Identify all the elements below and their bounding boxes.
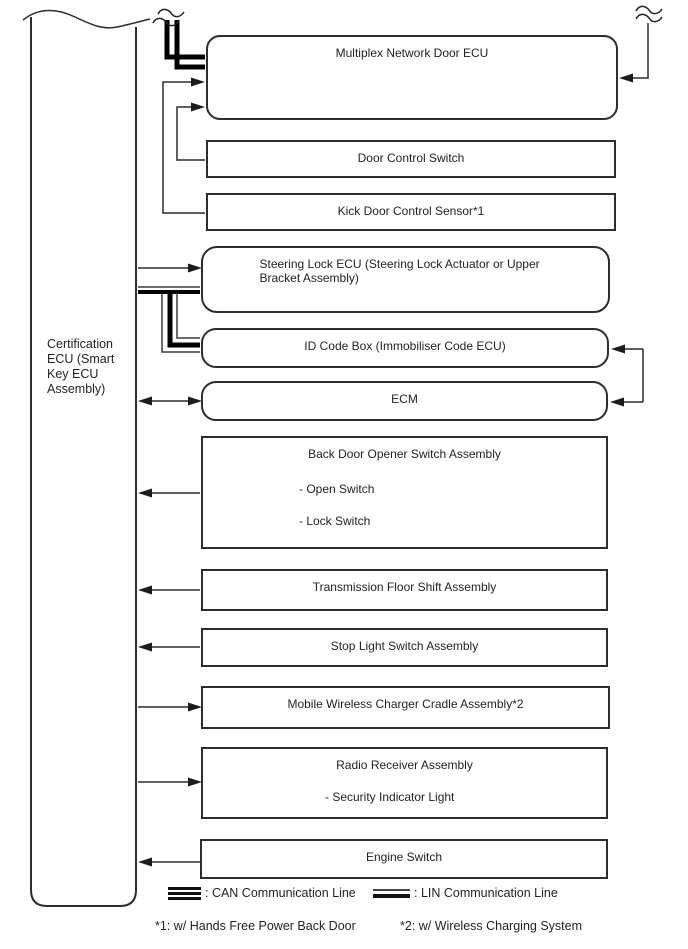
connector-can-lin-bundle	[138, 286, 200, 353]
node-radio-receiver-assembly: Radio Receiver Assembly - Security Indic…	[201, 747, 608, 819]
connector-radio-receiver	[138, 777, 202, 787]
connector-steering-lock	[138, 263, 202, 273]
footnote-1: *1: w/ Hands Free Power Back Door	[155, 919, 356, 933]
node-mobile-wireless-charger-cradle-assembly: Mobile Wireless Charger Cradle Assembly*…	[201, 686, 610, 729]
multiplex-right-break-icon	[635, 5, 663, 23]
hub-label: Certification ECU (Smart Key ECU Assembl…	[47, 337, 115, 396]
node-title: Multiplex Network Door ECU	[335, 46, 489, 60]
hub-outline	[22, 9, 151, 907]
node-door-control-switch: Door Control Switch	[206, 140, 616, 178]
node-kick-door-control-sensor: Kick Door Control Sensor*1	[206, 193, 616, 231]
connector-multiplex-right	[619, 23, 649, 83]
connector-idcode-ecm-bracket	[610, 344, 644, 407]
node-subitem: - Lock Switch	[299, 514, 371, 528]
connector-back-door	[138, 488, 200, 498]
node-engine-switch: Engine Switch	[200, 839, 608, 879]
node-back-door-opener-switch-assembly: Back Door Opener Switch Assembly - Open …	[201, 436, 608, 549]
legend-lin-label: : LIN Communication Line	[414, 886, 558, 900]
connector-can-top	[164, 20, 205, 70]
node-title: Back Door Opener Switch Assembly	[308, 447, 501, 461]
legend-can-label: : CAN Communication Line	[205, 886, 356, 900]
connector-door-switch	[176, 102, 205, 161]
node-steering-lock-ecu: Steering Lock ECU (Steering Lock Actuato…	[201, 246, 610, 313]
node-title: ECM	[391, 392, 418, 406]
connector-kick-sensor	[162, 77, 205, 214]
node-subitem: - Open Switch	[299, 482, 375, 496]
node-title: Stop Light Switch Assembly	[330, 639, 479, 653]
connector-mobile-charger	[138, 702, 202, 712]
connector-ecm	[138, 396, 202, 406]
can-line-icon	[168, 886, 201, 900]
can-top-break-icon	[152, 8, 185, 27]
node-transmission-floor-shift-assembly: Transmission Floor Shift Assembly	[201, 569, 608, 611]
node-multiplex-network-door-ecu: Multiplex Network Door ECU	[206, 35, 618, 120]
node-title: Mobile Wireless Charger Cradle Assembly*…	[287, 697, 524, 711]
node-subitem: - Security Indicator Light	[325, 790, 455, 804]
node-title: Steering Lock ECU (Steering Lock Actuato…	[259, 257, 540, 285]
node-title: Door Control Switch	[357, 151, 465, 165]
connector-stop-light	[138, 642, 200, 652]
footnote-2: *2: w/ Wireless Charging System	[400, 919, 583, 933]
node-title: ID Code Box (Immobiliser Code ECU)	[304, 339, 506, 353]
node-ecm: ECM	[201, 381, 608, 421]
node-id-code-box: ID Code Box (Immobiliser Code ECU)	[201, 328, 609, 368]
node-title: Transmission Floor Shift Assembly	[312, 580, 497, 594]
node-title: Kick Door Control Sensor*1	[337, 204, 485, 218]
connector-engine-switch	[138, 857, 200, 867]
hub-break-wave	[22, 9, 151, 29]
node-stop-light-switch-assembly: Stop Light Switch Assembly	[201, 628, 608, 667]
legend-can: : CAN Communication Line	[168, 886, 356, 900]
node-title: Engine Switch	[365, 850, 443, 864]
connector-transmission	[138, 585, 200, 595]
legend-lin: : LIN Communication Line	[373, 886, 558, 900]
node-title: Radio Receiver Assembly	[336, 758, 473, 772]
lin-line-icon	[373, 888, 410, 898]
